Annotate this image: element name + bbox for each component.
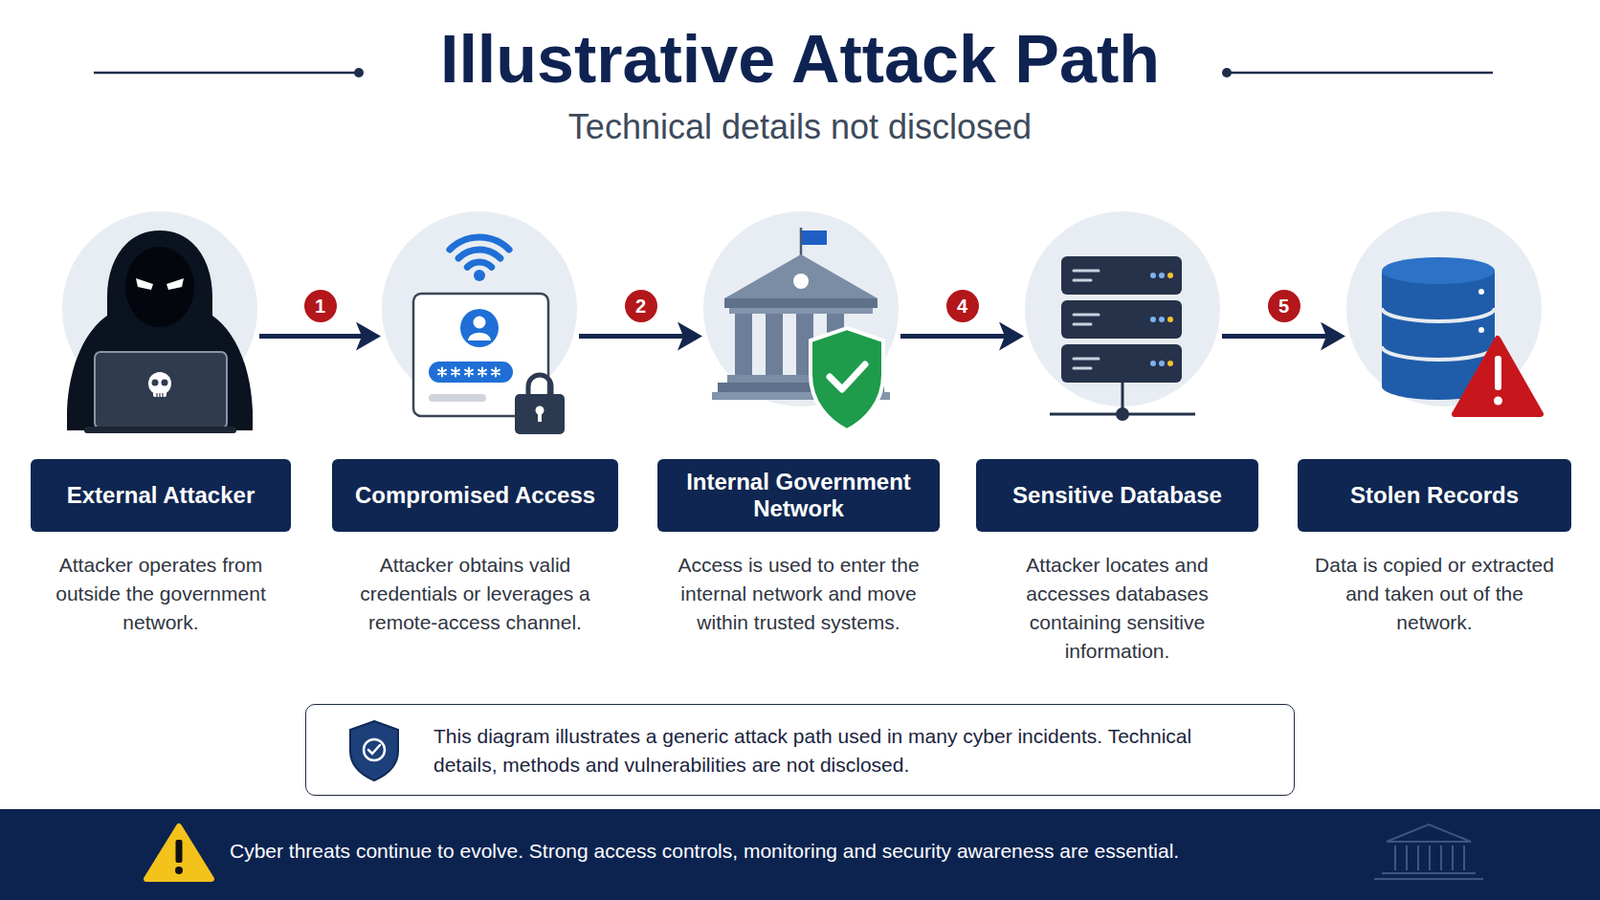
step-heading: Internal Government Network [657, 459, 940, 533]
footer-text: Cyber threats continue to evolve. Strong… [229, 837, 1474, 867]
flow-arrow [900, 333, 1011, 339]
note-box: This diagram illustrates a generic attac… [305, 704, 1295, 797]
step-description: Data is copied or extracted and taken ou… [1309, 551, 1560, 638]
step-heading: External Attacker [30, 459, 291, 533]
building-icon [711, 227, 890, 431]
credential-icon [413, 237, 565, 435]
warning-icon [146, 826, 212, 880]
step-heading: Sensitive Database [976, 459, 1259, 533]
shield-icon [350, 721, 399, 781]
step-description: Attacker locates and accesses databases … [1014, 551, 1221, 667]
callout-number: 4 [946, 289, 979, 323]
step-circle: External AttackerAttacker operates from … [62, 211, 258, 407]
flow-arrow [578, 333, 689, 339]
flow-arrow [1222, 333, 1333, 339]
callout-number: 2 [624, 289, 658, 323]
step-circle: Internal Government NetworkAccess is use… [703, 211, 899, 407]
step-description: Attacker operates from outside the gover… [45, 551, 276, 638]
callout-number: 5 [1267, 289, 1301, 323]
step-heading: Compromised Access [332, 459, 619, 533]
flow-arrow [259, 333, 368, 339]
step-circle: Sensitive DatabaseAttacker locates and a… [1024, 211, 1221, 407]
step-description: Attacker obtains valid credentials or le… [348, 551, 602, 638]
step-heading: Stolen Records [1297, 459, 1572, 533]
diagram-title: Illustrative Attack Path [0, 19, 1600, 100]
note-text: This diagram illustrates a generic attac… [433, 722, 1219, 780]
diagram-subtitle: Technical details not disclosed [0, 106, 1600, 149]
database-icon [1381, 257, 1541, 415]
server-icon [1049, 256, 1196, 422]
callout-number: 1 [304, 289, 337, 323]
hacker-icon [66, 230, 253, 434]
step-circle: Stolen RecordsData is copied or extracte… [1346, 211, 1542, 407]
footer-band: Cyber threats continue to evolve. Strong… [0, 809, 1600, 900]
step-description: Access is used to enter the internal net… [666, 551, 931, 638]
building-watermark [1374, 824, 1484, 880]
title-rule [93, 67, 1493, 78]
step-circle: Compromised AccessAttacker obtains valid… [381, 211, 578, 407]
